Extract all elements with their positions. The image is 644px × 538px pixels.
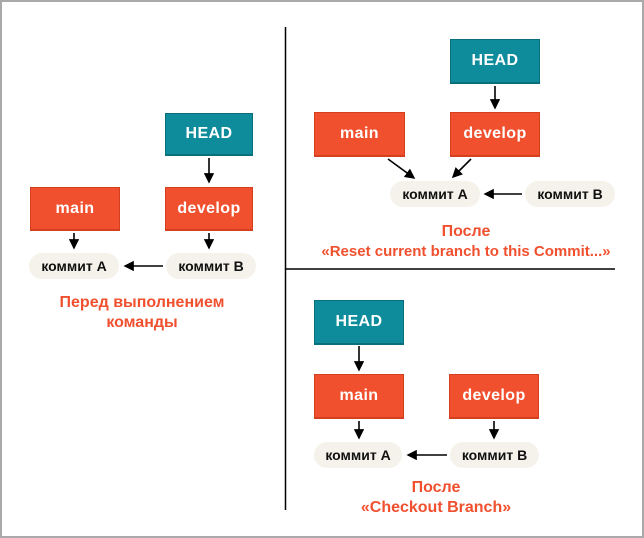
reset-commit-a: коммит A — [390, 181, 480, 207]
reset-caption: После «Reset current branch to this Comm… — [294, 222, 638, 262]
before-caption: Перед выполнением команды — [32, 293, 252, 333]
reset-caption-line1: После — [441, 223, 491, 240]
reset-commit-b: коммит B — [525, 181, 615, 207]
before-develop-node: develop — [165, 187, 253, 231]
before-caption-line1: Перед выполнением — [59, 294, 225, 311]
checkout-caption-line2: «Checkout Branch» — [360, 499, 512, 516]
reset-head-node: HEAD — [450, 39, 540, 84]
arrow-reset-develop-to-commit-a — [451, 158, 472, 179]
arrow-reset-main-to-commit-a — [387, 158, 416, 179]
before-head-node: HEAD — [165, 113, 253, 156]
checkout-commit-b: коммит B — [450, 442, 539, 468]
reset-caption-line2: «Reset current branch to this Commit...» — [321, 243, 611, 260]
checkout-main-node: main — [314, 374, 404, 419]
before-main-node: main — [30, 187, 120, 231]
reset-main-node: main — [314, 112, 405, 157]
before-caption-line2: команды — [106, 314, 178, 331]
before-commit-a: коммит A — [29, 253, 119, 279]
before-commit-b: коммит B — [166, 253, 256, 279]
checkout-develop-node: develop — [449, 374, 539, 419]
checkout-caption-line1: После — [411, 479, 461, 496]
checkout-caption: После «Checkout Branch» — [316, 478, 556, 518]
checkout-commit-a: коммит A — [314, 442, 402, 468]
checkout-head-node: HEAD — [314, 300, 404, 345]
reset-develop-node: develop — [450, 112, 540, 157]
